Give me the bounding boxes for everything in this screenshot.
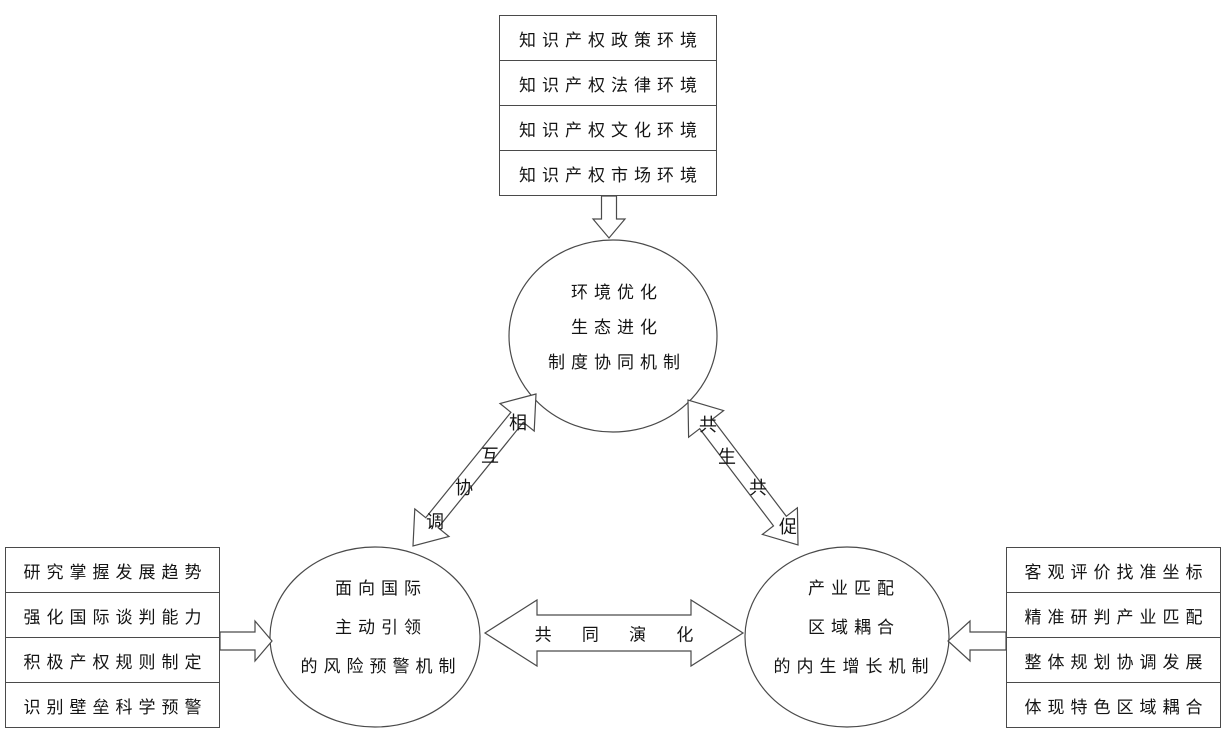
right-circle-line-3: 的内生增长机制 — [773, 657, 935, 676]
left-box-2: 强化国际谈判能力 — [5, 592, 220, 638]
top-circle-line-1: 环境优化 — [571, 283, 663, 302]
top-circle-line-2: 生态进化 — [571, 318, 663, 337]
left-circle-line-3: 的风险预警机制 — [300, 657, 462, 676]
top-left-arrow-char-4: 调 — [426, 512, 444, 532]
left-boxes-arrow — [219, 619, 273, 663]
right-circle-line-1: 产业匹配 — [808, 579, 900, 598]
top-box-1: 知识产权政策环境 — [499, 15, 717, 61]
right-circle-shape — [744, 546, 950, 728]
top-left-double-arrow — [412, 393, 537, 547]
left-circle-line-2: 主动引领 — [335, 618, 427, 637]
top-left-arrow-char-3: 协 — [455, 478, 473, 498]
right-circle-label: 产业匹配 区域耦合 的内生增长机制 — [741, 569, 961, 686]
top-circle-label: 环境优化 生态进化 制度协同机制 — [504, 275, 724, 380]
top-left-arrow-char-2: 互 — [481, 446, 499, 466]
top-left-arrow-char-1: 相 — [509, 413, 527, 433]
left-circle-line-1: 面向国际 — [335, 579, 427, 598]
top-box-2: 知识产权法律环境 — [499, 60, 717, 106]
left-box-4: 识别壁垒科学预警 — [5, 682, 220, 728]
left-circle-label: 面向国际 主动引领 的风险预警机制 — [268, 569, 488, 686]
right-circle-line-2: 区域耦合 — [808, 618, 900, 637]
right-box-2: 精准研判产业匹配 — [1006, 592, 1221, 638]
top-circle-shape — [508, 239, 718, 433]
top-right-arrow-char-4: 促 — [779, 517, 797, 537]
top-right-arrow-char-1: 共 — [699, 415, 717, 435]
right-box-3: 整体规划协调发展 — [1006, 637, 1221, 683]
horizontal-double-arrow — [483, 598, 745, 668]
horizontal-arrow-label: 共 同 演 化 — [534, 625, 707, 645]
top-right-double-arrow — [687, 399, 799, 546]
top-right-arrow-char-2: 生 — [718, 447, 736, 467]
top-box-3: 知识产权文化环境 — [499, 105, 717, 151]
top-circle-line-3: 制度协同机制 — [548, 353, 686, 372]
right-box-1: 客观评价找准坐标 — [1006, 547, 1221, 593]
right-boxes-arrow — [947, 619, 1007, 663]
top-box-4: 知识产权市场环境 — [499, 150, 717, 196]
right-box-4: 体现特色区域耦合 — [1006, 682, 1221, 728]
top-right-arrow-char-3: 共 — [749, 478, 767, 498]
left-box-3: 积极产权规则制定 — [5, 637, 220, 683]
left-circle-shape — [269, 546, 481, 728]
down-arrow — [591, 195, 627, 239]
left-box-1: 研究掌握发展趋势 — [5, 547, 220, 593]
